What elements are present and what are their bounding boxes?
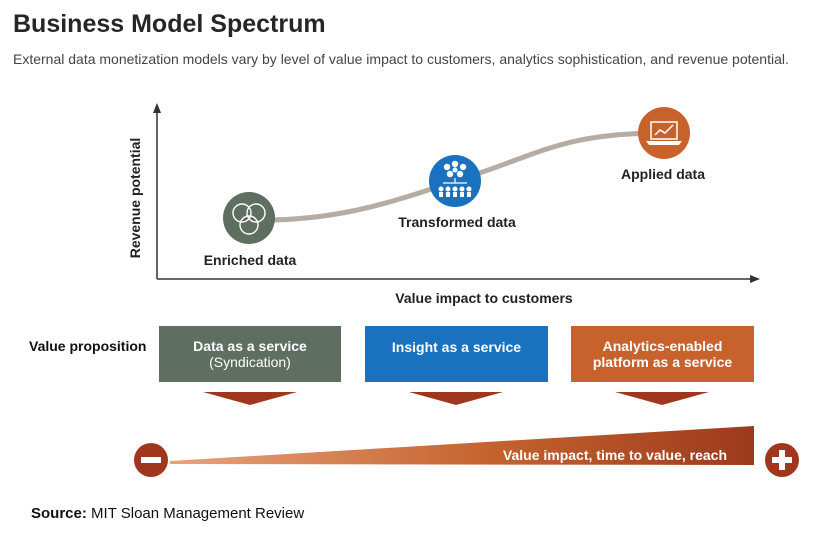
stage-label: Enriched data (204, 252, 297, 268)
stage-transformed: Transformed data (398, 155, 516, 230)
stage-applied: Applied data (621, 107, 705, 182)
box-title: Analytics-enabled (602, 338, 723, 354)
page-title: Business Model Spectrum (13, 10, 326, 38)
source-label: Source: (31, 505, 87, 522)
stage-label: Transformed data (398, 214, 516, 230)
box-subtitle: (Syndication) (209, 354, 291, 370)
source-line: Source: MIT Sloan Management Review (31, 505, 304, 522)
page-subtitle: External data monetization models vary b… (13, 51, 789, 67)
insight-as-a-service-box: Insight as a service (365, 326, 548, 382)
plus-icon (765, 443, 799, 477)
spectrum-label: Value impact, time to value, reach (503, 447, 727, 463)
minus-icon (134, 443, 168, 477)
stage-label: Applied data (621, 166, 705, 182)
down-arrow (203, 392, 297, 405)
x-axis-label: Value impact to customers (395, 290, 573, 306)
box-subtitle: platform as a service (592, 354, 733, 370)
data-as-a-service-box: Data as a service (Syndication) (159, 326, 341, 382)
down-arrow (615, 392, 709, 405)
y-axis-label: Revenue potential (127, 138, 143, 259)
source-text: MIT Sloan Management Review (91, 505, 305, 522)
box-title: Insight as a service (391, 339, 522, 355)
spectrum-wedge (170, 426, 754, 465)
analytics-platform-box: Analytics-enabled platform as a service (571, 326, 754, 382)
value-proposition-label: Value proposition (29, 338, 147, 354)
stage-enriched: Enriched data (204, 192, 297, 268)
down-arrow (409, 392, 503, 405)
box-title: Data as a service (193, 338, 307, 354)
